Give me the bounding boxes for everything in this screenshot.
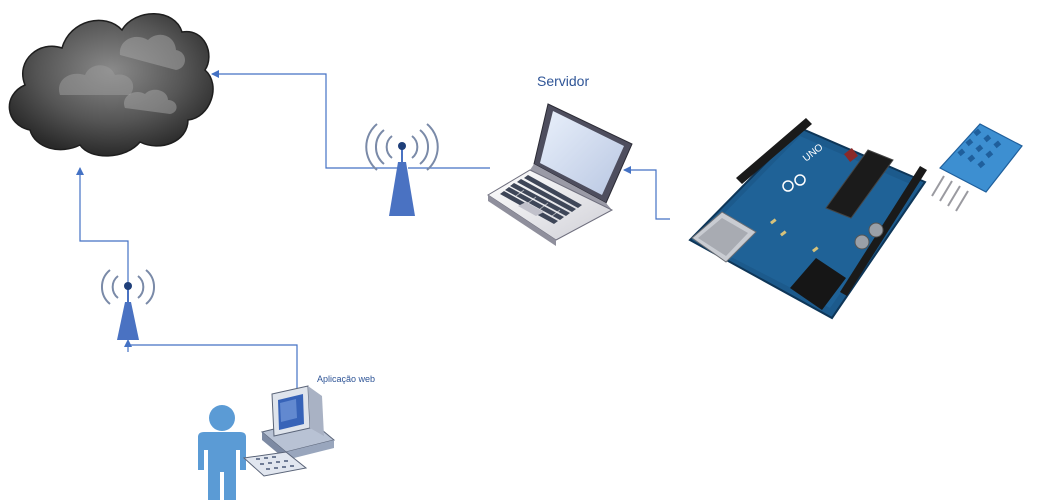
- laptop-icon: [487, 103, 633, 246]
- arduino-board-icon: UNO: [688, 118, 927, 320]
- antenna-icon: [100, 269, 156, 340]
- antenna-icon: [365, 123, 439, 216]
- web-app-label: Aplicação web: [317, 374, 376, 384]
- laptop-keyboard-pattern: [503, 183, 561, 217]
- connector-computer-to-antenna: [128, 344, 298, 388]
- person-icon: [198, 405, 246, 500]
- server-label: Servidor: [537, 73, 590, 89]
- connectors: [76, 70, 670, 388]
- cloud-icon: [8, 13, 214, 157]
- desktop-computer-icon: [242, 385, 336, 477]
- dht-sensor-icon: [931, 123, 1023, 212]
- connector-antenna-to-cloud-left: [76, 167, 129, 286]
- connector-antenna-to-cloud: [211, 70, 402, 169]
- connector-arduino-to-laptop: [623, 166, 670, 220]
